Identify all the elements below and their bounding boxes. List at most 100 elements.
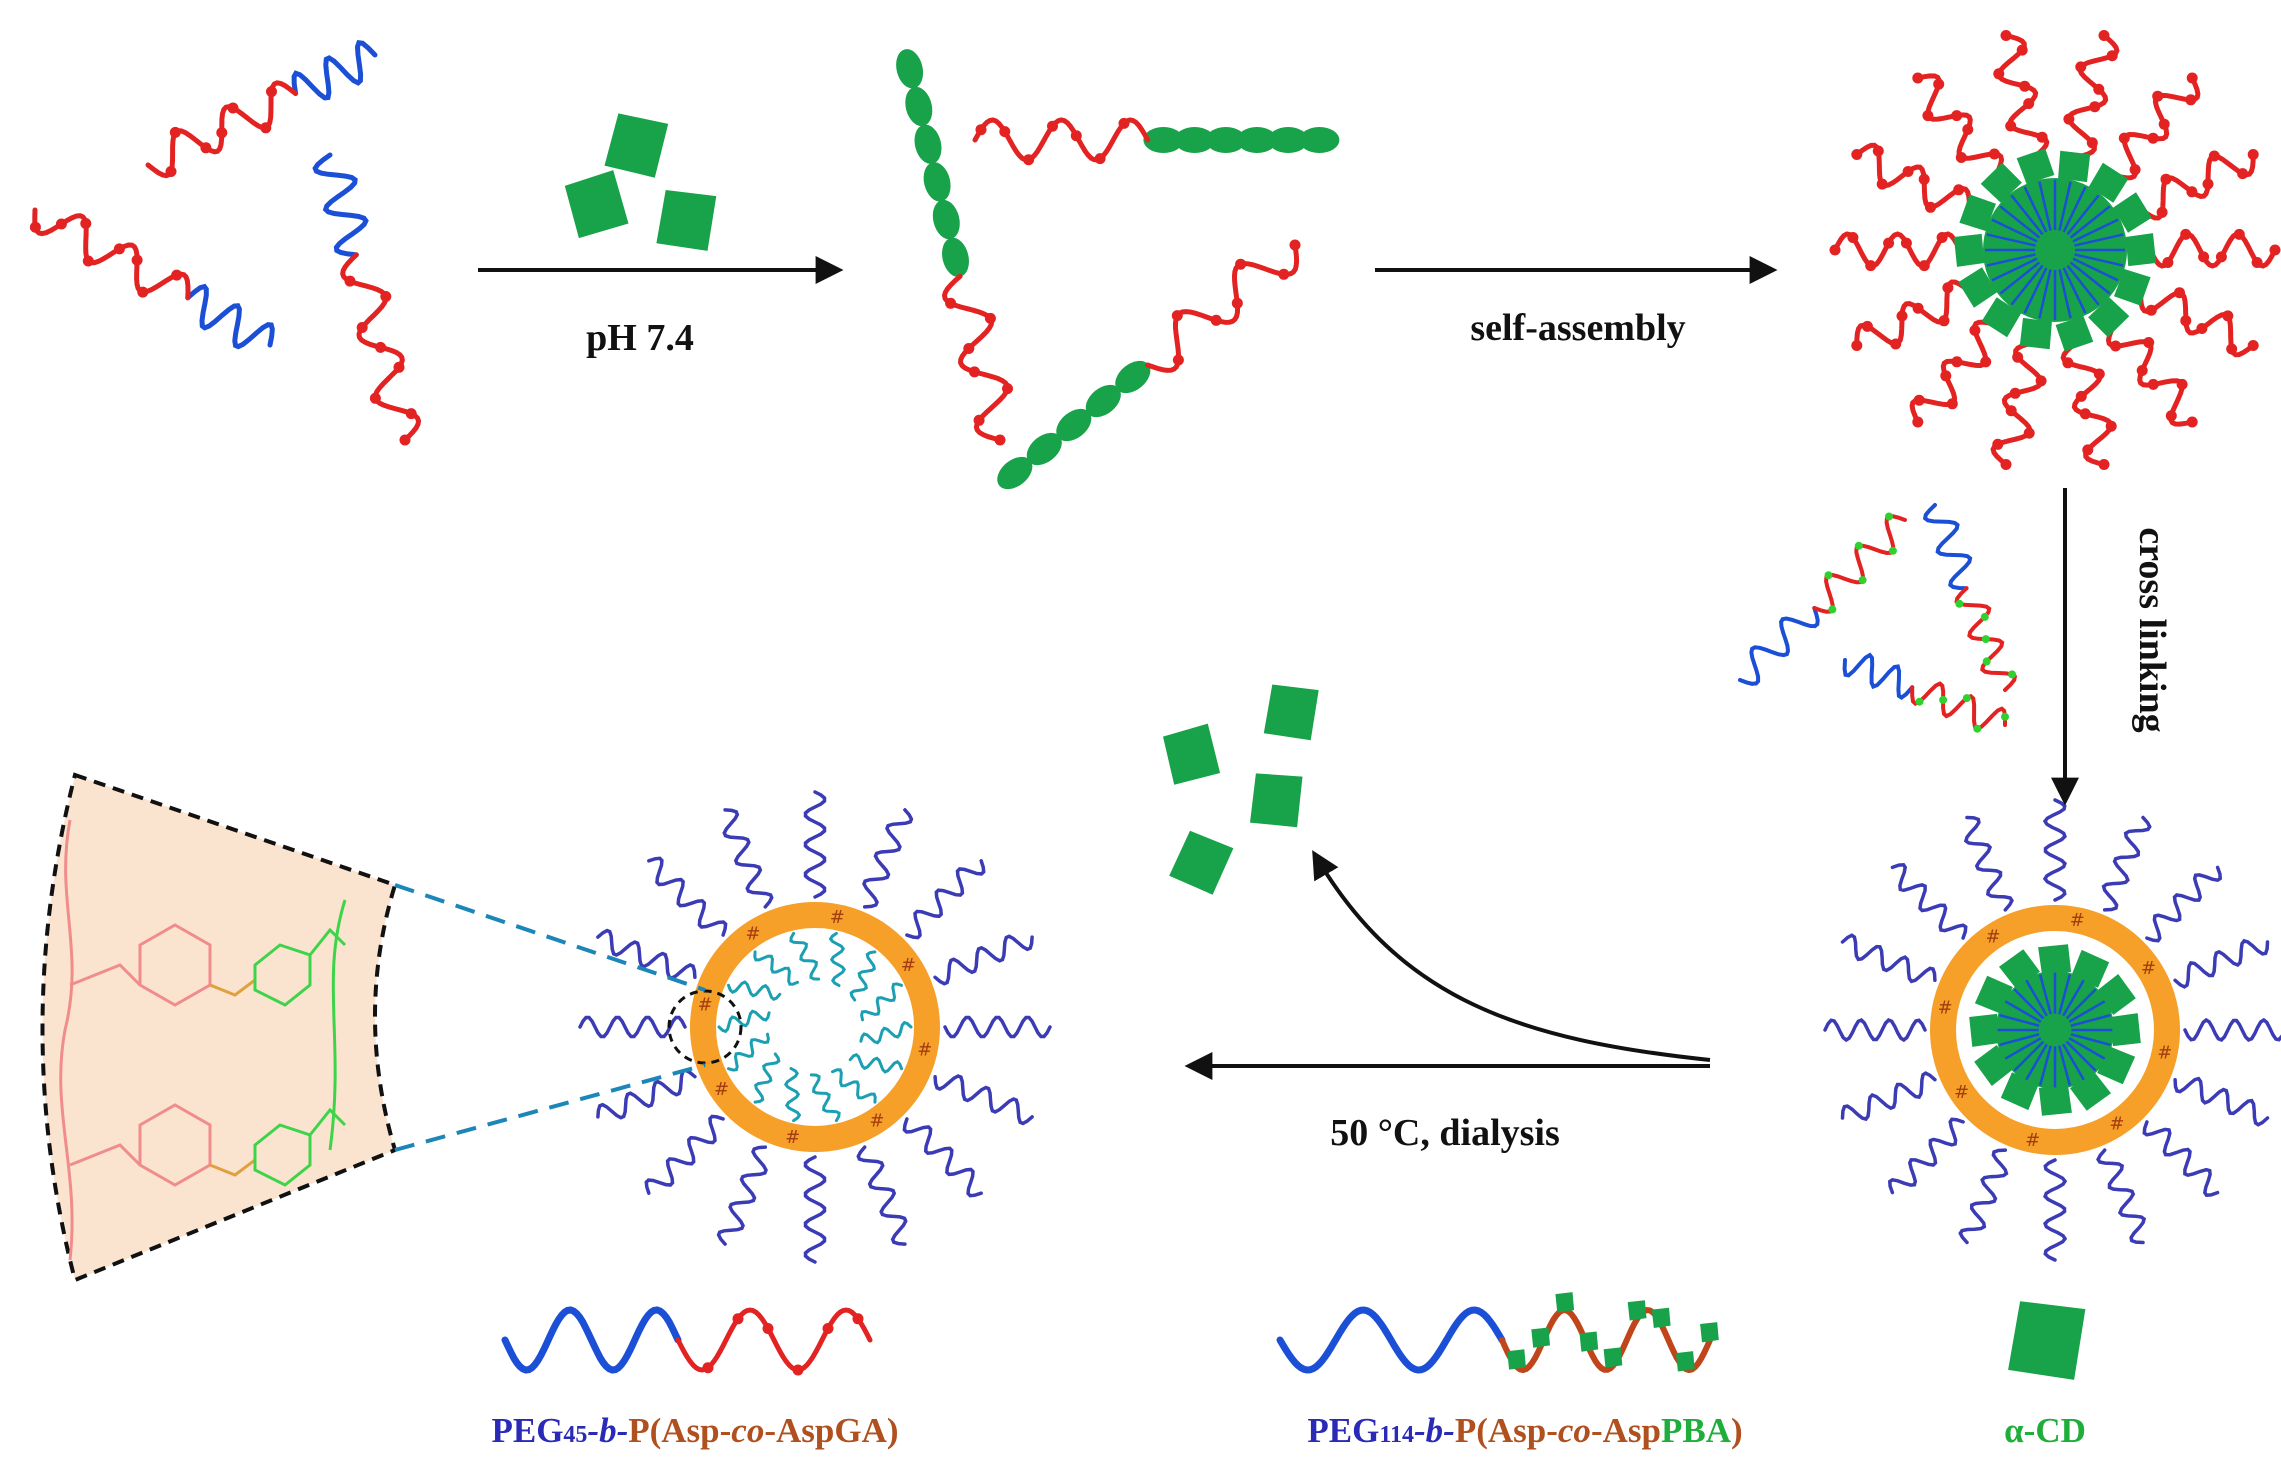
- ga-unit: [344, 275, 356, 287]
- ga-unit: [1172, 354, 1184, 366]
- alpha-cd-released: [1163, 684, 1319, 895]
- ga-unit: [29, 221, 41, 233]
- corona-chain: [1854, 279, 1972, 348]
- ga-unit: [399, 434, 411, 446]
- core-cd: [1953, 233, 1985, 267]
- ga-unit: [2129, 164, 2141, 176]
- core-cd: [2058, 150, 2091, 183]
- legend-pba-unit: [1507, 1349, 1526, 1370]
- core-peg: [1991, 218, 2038, 243]
- threaded-cd: [1085, 384, 1121, 418]
- legend-peg45-peg: PEG: [491, 1411, 563, 1450]
- inclusion-complexes: [896, 49, 1340, 490]
- core-peg: [2023, 267, 2048, 314]
- ga-unit: [2180, 315, 2192, 327]
- side-chain: [69, 963, 142, 987]
- core-cd: [1980, 162, 2022, 203]
- corona-peg: [2145, 865, 2223, 943]
- ga-unit: [393, 361, 405, 373]
- corona-peg: [1840, 933, 1937, 984]
- peg-block: [1738, 606, 1820, 686]
- ga-unit: [2105, 420, 2117, 432]
- crosslink-mark: #: [869, 1110, 884, 1131]
- legend-peg45-tail: -AspGA): [764, 1411, 898, 1450]
- ga-unit: [165, 166, 177, 177]
- core-cd: [1974, 975, 2013, 1014]
- core-cd: [1969, 1013, 2000, 1047]
- legend-pba-unit: [1603, 1347, 1623, 1368]
- alpha-cd-unit: [1250, 773, 1303, 828]
- corona-peg: [596, 1068, 697, 1120]
- inner-chain: [848, 1052, 903, 1074]
- peg-block: [291, 40, 378, 101]
- ga-unit: [1933, 78, 1945, 90]
- peg-block: [185, 283, 275, 350]
- core-cd: [2019, 317, 2052, 350]
- arrow-cd-release: [1312, 850, 1711, 1062]
- ga-unit: [1890, 338, 1902, 350]
- ga-unit: [762, 1323, 774, 1334]
- core-cd: [2071, 949, 2110, 988]
- crosslink-mark: #: [1954, 1082, 1969, 1103]
- legend-pba-unit: [1579, 1331, 1599, 1352]
- core-cd: [2055, 316, 2094, 352]
- pba-unit: [1955, 599, 1964, 608]
- ga-unit: [1938, 315, 1950, 327]
- ga-unit: [852, 1313, 864, 1325]
- core-peg: [2058, 269, 2072, 319]
- corona-peg: [2042, 798, 2067, 902]
- core-cd: [1999, 949, 2040, 989]
- ga-unit: [994, 434, 1006, 446]
- ga-unit: [2012, 351, 2024, 363]
- corona-peg: [856, 1145, 908, 1246]
- ga-unit: [1953, 184, 1965, 196]
- threaded-cd: [896, 49, 924, 89]
- asp-block: [1145, 242, 1300, 373]
- core-peg: [1999, 1013, 2040, 1027]
- legend-alpha-cd-shape: [2008, 1301, 2086, 1380]
- zoom-origin-circle: [667, 989, 743, 1065]
- ga-unit: [1922, 110, 1934, 122]
- ga-unit: [1872, 145, 1884, 157]
- ga-unit: [2106, 50, 2118, 62]
- legend-peg-wave: [1276, 1306, 1506, 1374]
- core-peg: [2013, 988, 2045, 1020]
- core-peg: [1999, 261, 2041, 295]
- ga-unit: [2251, 257, 2263, 268]
- ga-unit: [1023, 154, 1035, 166]
- threaded-cd: [932, 199, 960, 240]
- side-chain-green: [308, 927, 347, 956]
- corona-peg: [862, 808, 914, 909]
- ga-unit: [2186, 72, 2198, 84]
- alpha-cd-unit: [604, 113, 669, 178]
- core-peg: [1986, 233, 2036, 247]
- ga-unit: [2156, 206, 2168, 218]
- ga-unit: [260, 122, 272, 134]
- ga-unit: [2186, 416, 2198, 428]
- ga-unit: [2222, 310, 2234, 322]
- ga-unit: [1992, 438, 2004, 450]
- alpha-cd-unit: [1169, 830, 1234, 895]
- threaded-cd: [1268, 127, 1309, 153]
- asp-block: [1910, 681, 2007, 732]
- ga-unit: [2215, 251, 2227, 263]
- inner-chain: [831, 1068, 877, 1104]
- ga-unit: [1946, 398, 1958, 410]
- ga-unit: [2082, 444, 2094, 456]
- corona-peg: [1887, 1117, 1965, 1195]
- core-peg: [2068, 1037, 2106, 1060]
- ga-unit: [2035, 375, 2047, 387]
- legend-label-peg45: PEG45-b-P(Asp-co-AspGA): [491, 1411, 898, 1450]
- sugar-ring: [253, 943, 312, 1007]
- corona-chain: [2138, 288, 2256, 358]
- inner-chain: [860, 982, 903, 1022]
- ga-unit: [2208, 150, 2220, 162]
- threaded-cd: [905, 86, 933, 127]
- crosslink-mark: #: [1938, 998, 1953, 1019]
- ga-unit: [1951, 356, 1963, 368]
- core-peg: [2025, 979, 2048, 1017]
- ga-unit: [2269, 244, 2281, 256]
- corona-peg: [1963, 815, 2014, 912]
- core-peg: [2038, 181, 2052, 231]
- core-peg: [1999, 1033, 2040, 1047]
